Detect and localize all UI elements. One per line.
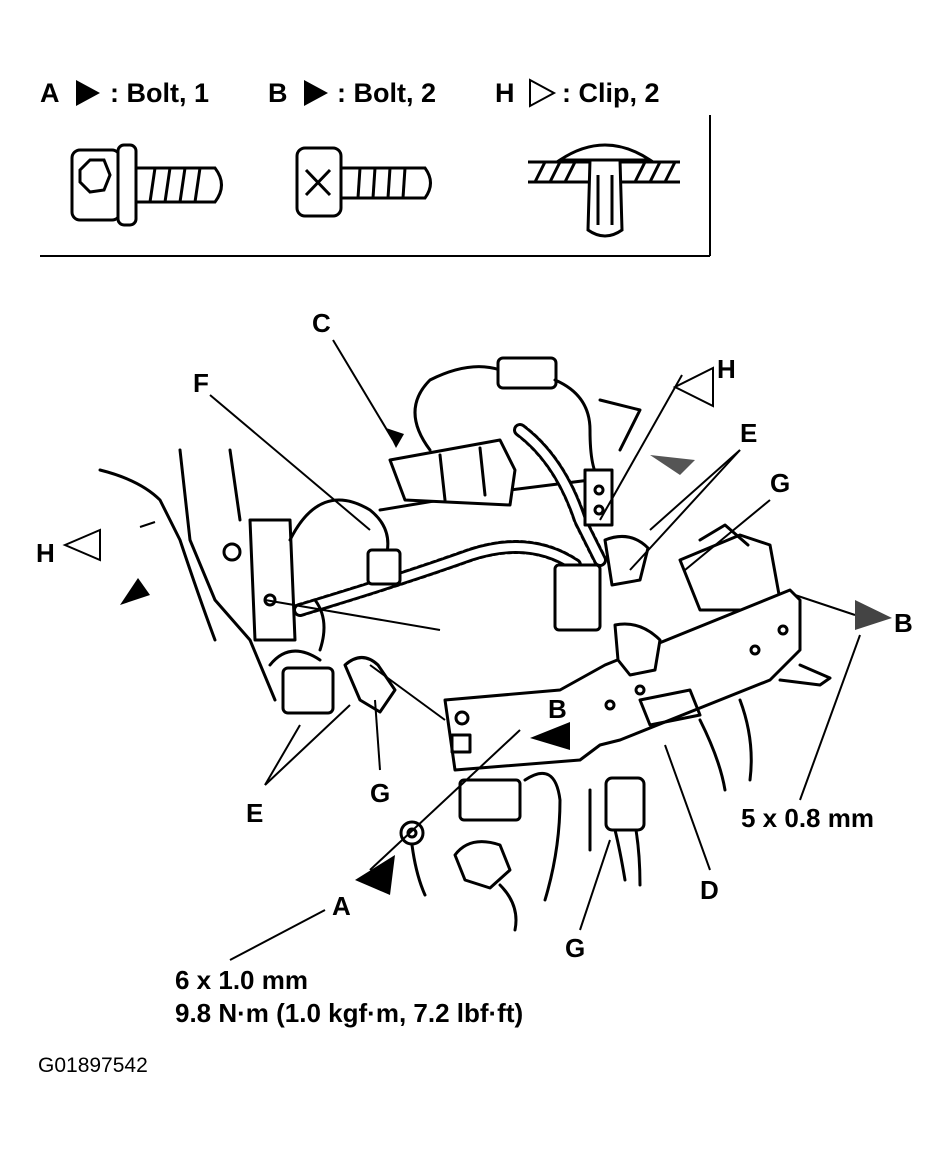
callout-g-mid: G [370,778,391,808]
callout-d: D [700,875,719,905]
callout-f: F [193,368,209,398]
callout-g-top: G [770,468,791,498]
forward-arrow-icon [120,578,150,605]
legend-h-letter: H [495,78,515,108]
bolt-a-marker-icon [76,80,100,106]
callout-e-bottom: E [246,798,264,828]
legend-b-text: : Bolt, 2 [337,78,436,108]
callout-c: C [312,308,331,338]
spec-b-size: 5 x 0.8 mm [741,803,874,833]
clip-h-icon [528,143,680,238]
spec-a-size: 6 x 1.0 mm [175,965,308,995]
bolt-b-marker-icon [304,80,328,106]
harness-assembly [98,356,832,932]
legend-b-letter: B [268,78,288,108]
bolt-b-mid-marker-icon [530,722,570,750]
direction-arrow-icon [650,455,695,475]
clip-h-left-marker-icon [62,528,101,562]
legend-a-letter: A [40,78,60,108]
callout-b-right: B [894,608,913,638]
bolt-a-icon [70,143,223,227]
clip-h-top-marker-icon [672,366,714,408]
bolt-b-icon [295,146,432,218]
clip-h-marker-icon [529,78,557,108]
leader-lines [139,339,861,961]
callout-markers [62,366,892,895]
bolt-b-right-marker-icon [855,600,892,630]
arrow-head-c-icon [386,428,404,448]
callout-e-top: E [740,418,758,448]
callout-h-left: H [36,538,55,568]
spec-a-torque: 9.8 N·m (1.0 kgf·m, 7.2 lbf·ft) [175,998,524,1028]
bolt-a-marker-icon-2 [355,855,395,895]
legend-a-text: : Bolt, 1 [110,78,209,108]
figure-id: G01897542 [38,1054,148,1077]
callout-a: A [332,891,351,921]
callout-g-bottom: G [565,933,586,963]
legend-h-text: : Clip, 2 [562,78,660,108]
callout-h-top: H [717,354,736,384]
legend-box [40,115,711,257]
callout-b-mid: B [548,694,567,724]
